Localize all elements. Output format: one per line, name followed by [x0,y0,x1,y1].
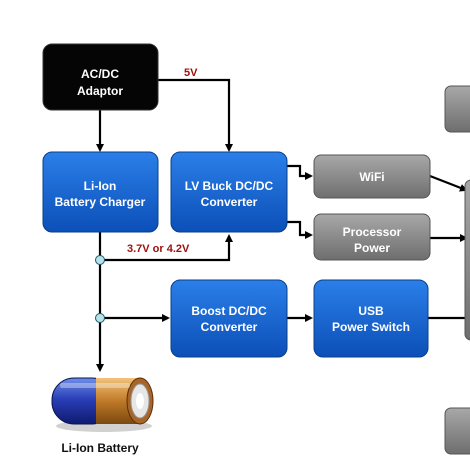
buck-line1: LV Buck DC/DC [185,179,274,193]
block-usb-power-switch: USB Power Switch [313,279,429,358]
block-acdc-adaptor: AC/DC Adaptor [42,43,159,111]
block-wifi: WiFi [313,154,431,199]
wire-battery-to-buck [100,234,233,262]
processor-line2: Power [354,241,390,255]
wire-wifi-out [429,174,468,192]
label-5v: 5V [184,67,198,79]
charger-line2: Battery Charger [55,195,146,209]
battery-icon [51,377,154,432]
wifi-line1: WiFi [359,170,384,184]
wire-buck-to-wifi [287,164,313,180]
junction-dot [95,255,105,265]
junction-dot [95,313,105,323]
adaptor-line1: AC/DC [81,67,119,81]
boost-line2: Converter [201,320,258,334]
partial-gray-block-bottom [444,407,470,455]
partial-gray-block-main [464,179,470,341]
usb-line1: USB [358,304,384,318]
block-lv-buck-converter: LV Buck DC/DC Converter [170,151,288,233]
partial-gray-block-top [444,85,470,133]
block-boost-converter: Boost DC/DC Converter [170,279,288,358]
block-battery-charger: Li-Ion Battery Charger [42,151,159,233]
wire-adaptor-to-buck [158,78,233,152]
boost-line1: Boost DC/DC [191,304,267,318]
block-processor-power: Processor Power [313,213,431,261]
offscreen-blocks [444,85,470,455]
usb-line2: Power Switch [332,320,410,334]
processor-line1: Processor [343,225,402,239]
label-battery-voltage: 3.7V or 4.2V [127,243,190,255]
buck-line2: Converter [201,195,258,209]
wire-buck-to-processor [287,220,313,239]
charger-line1: Li-Ion [84,179,117,193]
battery-caption: Li-Ion Battery [61,441,139,455]
adaptor-line2: Adaptor [77,84,123,98]
